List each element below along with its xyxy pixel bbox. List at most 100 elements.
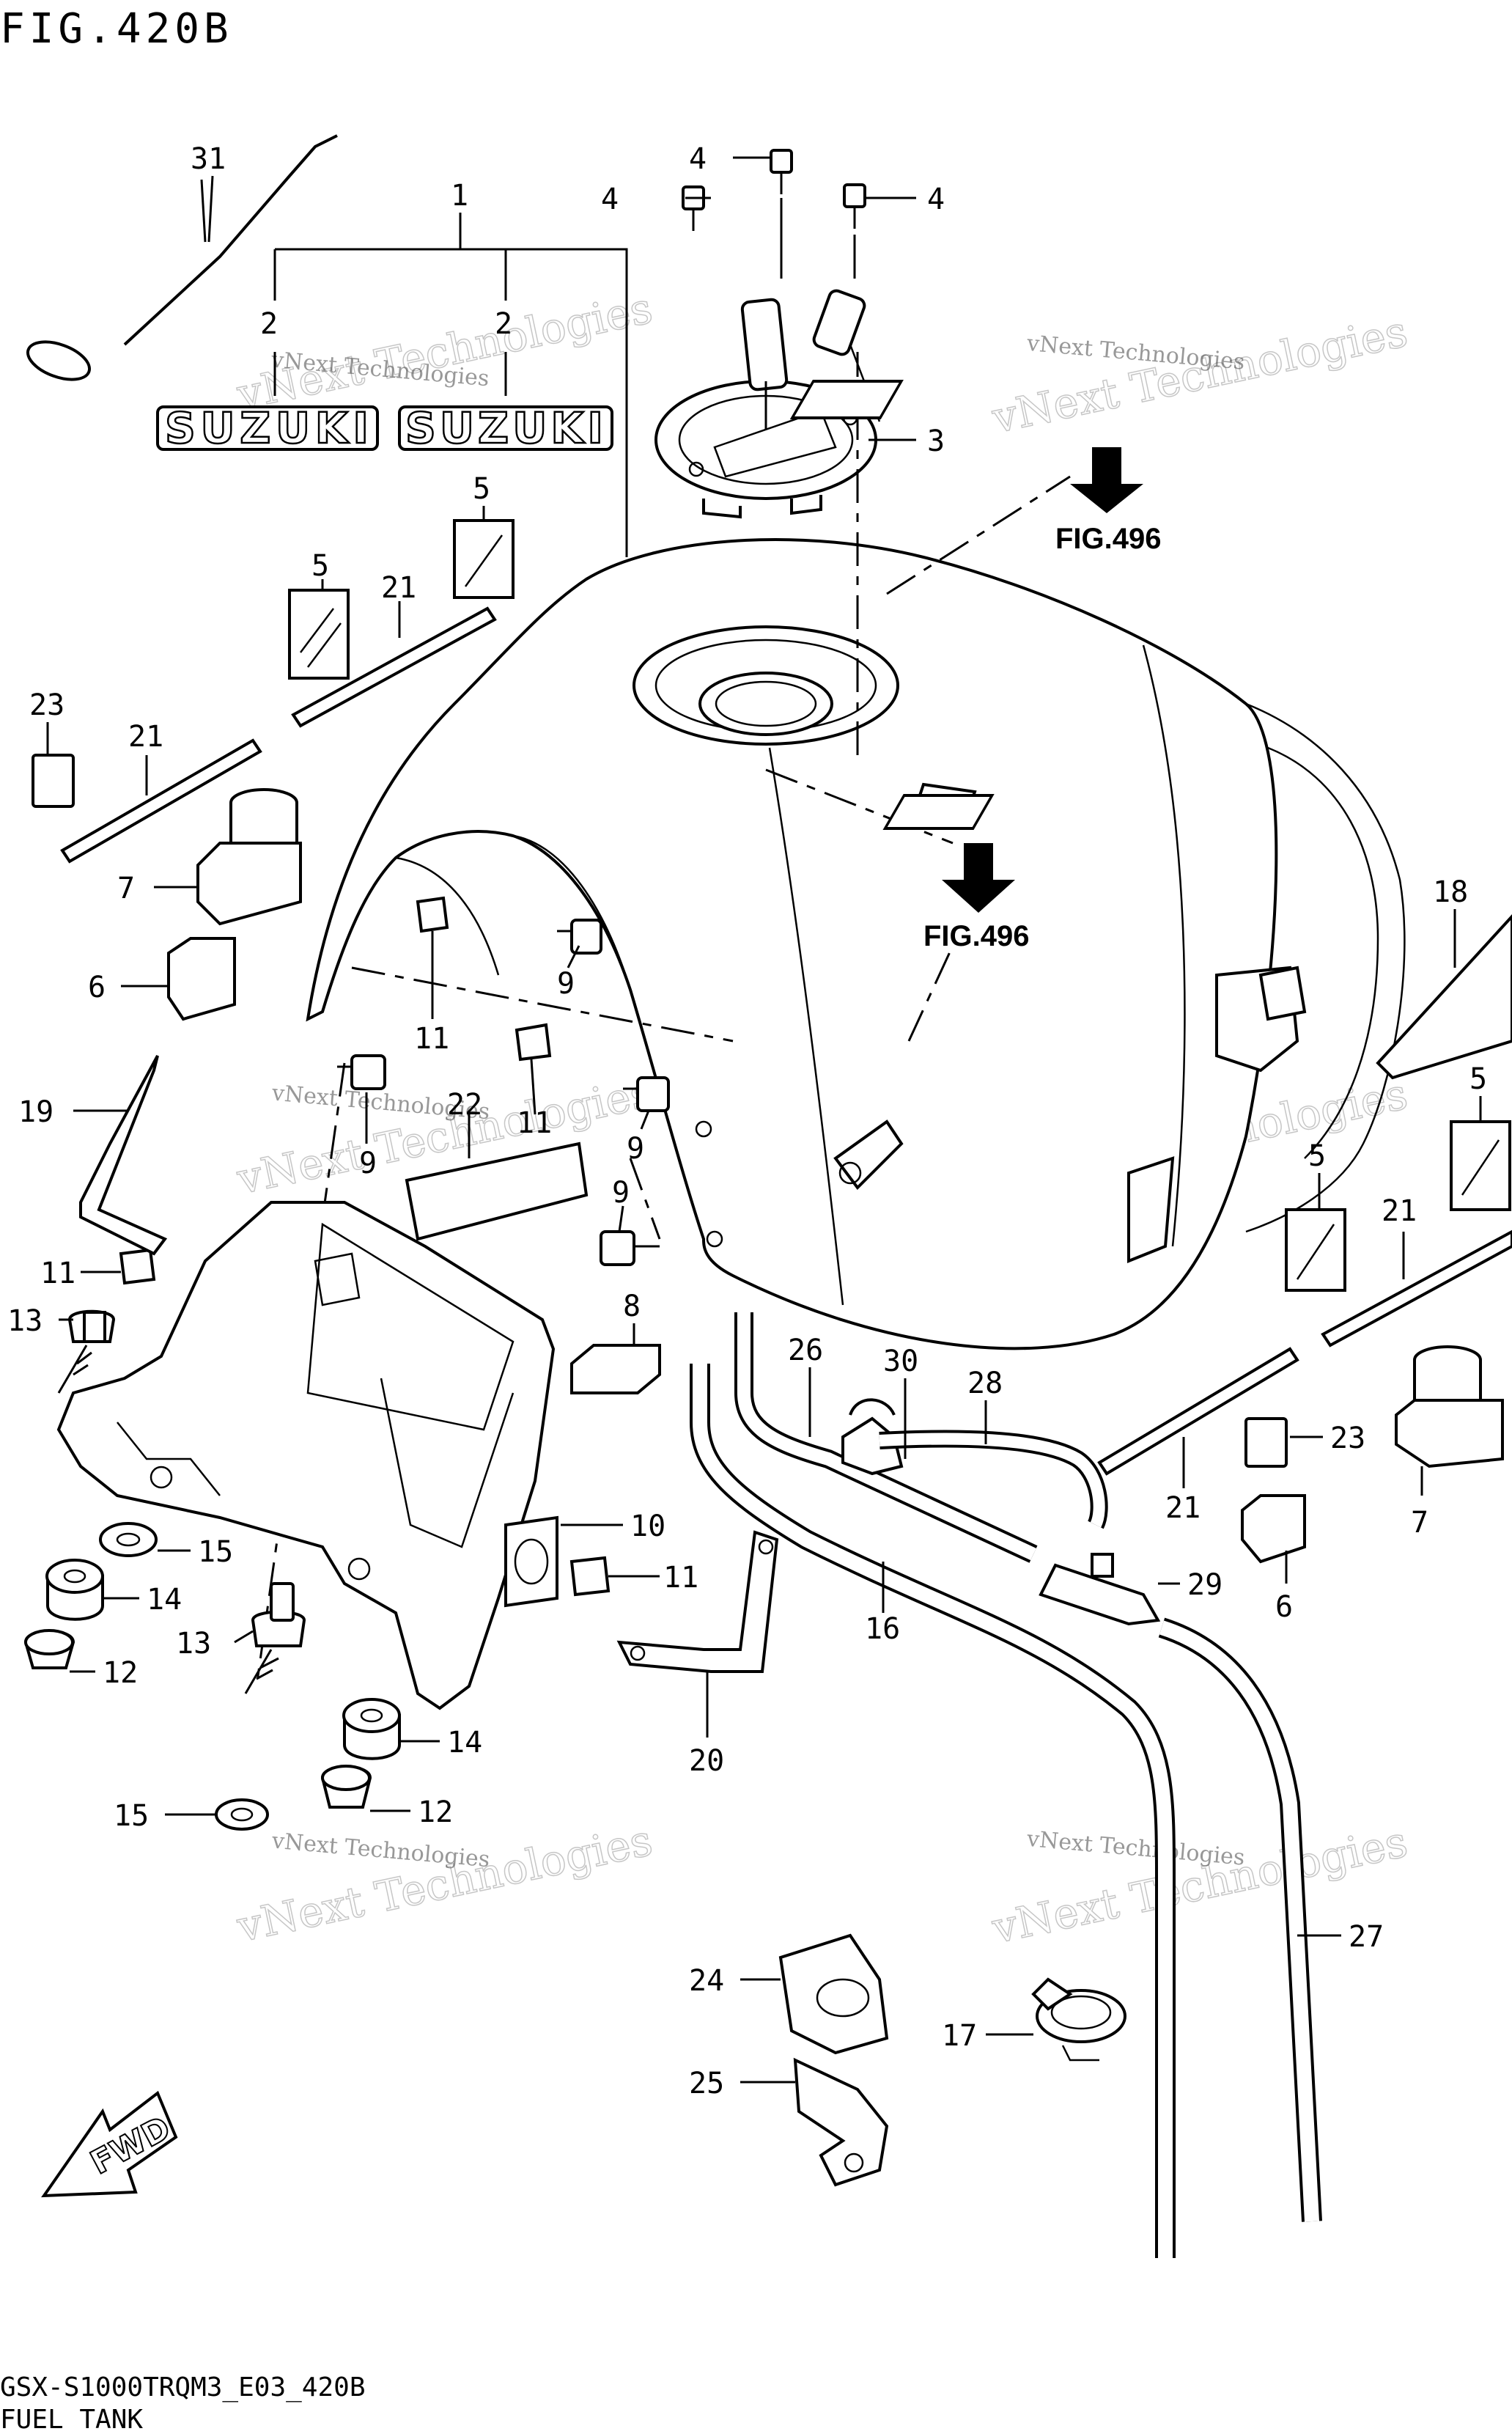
guide-fig-ref-mid bbox=[765, 768, 954, 845]
svg-text:vNext Technologies: vNext Technologies bbox=[1025, 1826, 1246, 1871]
strip-21-d bbox=[1097, 1347, 1299, 1476]
t-joint-29 bbox=[1039, 1553, 1161, 1626]
callout-15-b: 15 bbox=[114, 1799, 149, 1833]
collar-12-b bbox=[320, 1765, 372, 1809]
hose-26 bbox=[734, 1312, 1038, 1563]
callout-14-b: 14 bbox=[447, 1726, 482, 1760]
callout-3: 3 bbox=[927, 424, 945, 458]
pad-23-b bbox=[1244, 1417, 1288, 1468]
bolt-13-a bbox=[57, 1309, 116, 1394]
hose-28 bbox=[879, 1430, 1108, 1529]
callout-6-a: 6 bbox=[88, 971, 106, 1004]
strip-21-a bbox=[291, 606, 497, 728]
callout-26: 26 bbox=[788, 1334, 823, 1367]
emblem-bracket-1 bbox=[273, 213, 628, 557]
pad-8 bbox=[570, 1344, 661, 1394]
hose-27 bbox=[1158, 1617, 1322, 2222]
callout-2-left: 2 bbox=[260, 307, 278, 341]
bolt-13-b bbox=[244, 1582, 306, 1694]
clip-11-d bbox=[569, 1556, 611, 1597]
callout-25: 25 bbox=[689, 2067, 724, 2100]
callout-4-left: 4 bbox=[601, 183, 619, 216]
clip-11-c bbox=[119, 1248, 156, 1285]
strip-21-b bbox=[60, 738, 262, 864]
bracket-20 bbox=[616, 1530, 779, 1673]
watermark-top-left: vNext Technologies vNext Technologies bbox=[232, 282, 657, 420]
clip-24 bbox=[778, 1933, 889, 2055]
guide-bolt bbox=[629, 1158, 661, 1240]
bracket-19 bbox=[79, 1055, 168, 1256]
callout-5-a: 5 bbox=[311, 549, 329, 583]
callout-28: 28 bbox=[967, 1367, 1003, 1400]
callout-21-d: 21 bbox=[1165, 1491, 1201, 1525]
callout-21-b: 21 bbox=[128, 720, 163, 754]
callout-21-a: 21 bbox=[381, 571, 416, 605]
callout-22: 22 bbox=[447, 1088, 482, 1122]
callout-30: 30 bbox=[883, 1345, 918, 1378]
grommet-14-a bbox=[45, 1559, 104, 1621]
bolt-9-b bbox=[337, 1054, 386, 1090]
bolt-4-right bbox=[843, 183, 866, 279]
bolt-4-center bbox=[770, 149, 793, 279]
cushion-7-a bbox=[196, 788, 302, 926]
callout-19: 19 bbox=[18, 1095, 54, 1129]
leader-lines bbox=[46, 156, 1482, 2084]
svg-text:SUZUKI: SUZUKI bbox=[165, 403, 370, 453]
watermark-top-right: vNext Technologies vNext Technologies bbox=[987, 306, 1412, 444]
clamp-17 bbox=[1031, 1977, 1126, 2062]
callout-4-center: 4 bbox=[689, 142, 707, 176]
guide-fig-ref-top bbox=[886, 475, 1071, 595]
callout-29: 29 bbox=[1187, 1568, 1222, 1602]
guide-fig-ref-lower bbox=[907, 945, 954, 1042]
clip-11-a bbox=[416, 896, 449, 933]
bolt-9-d bbox=[600, 1230, 660, 1266]
callout-12-a: 12 bbox=[103, 1656, 138, 1690]
callout-31: 31 bbox=[191, 142, 226, 176]
callout-9-a: 9 bbox=[557, 967, 575, 1001]
svg-text:vNext Technologies: vNext Technologies bbox=[987, 306, 1412, 444]
rear-frame-10 bbox=[56, 1201, 558, 1710]
suzuki-emblem-right: SUZUKI bbox=[398, 402, 613, 454]
callout-17: 17 bbox=[942, 2019, 977, 2053]
callout-23-b: 23 bbox=[1330, 1422, 1365, 1455]
callout-11-b: 11 bbox=[517, 1106, 552, 1140]
callout-13-a: 13 bbox=[7, 1304, 43, 1338]
section-title: FUEL TANK bbox=[0, 2405, 143, 2434]
callout-13-b: 13 bbox=[176, 1627, 211, 1661]
svg-text:vNext Technologies: vNext Technologies bbox=[270, 1828, 491, 1872]
fuel-tank-body bbox=[306, 538, 1406, 1350]
figure-title: FIG.420B bbox=[0, 5, 233, 53]
model-code: GSX-S1000TRQM3_E03_420B bbox=[0, 2372, 366, 2402]
svg-text:SUZUKI: SUZUKI bbox=[405, 403, 605, 453]
bolt-9-c bbox=[623, 1076, 670, 1112]
callout-15-a: 15 bbox=[198, 1535, 233, 1569]
callout-18: 18 bbox=[1433, 875, 1468, 909]
suzuki-emblem-left: SUZUKI bbox=[156, 402, 379, 454]
callout-1: 1 bbox=[451, 179, 468, 213]
bolt-9-a bbox=[557, 919, 602, 955]
sheet-22 bbox=[405, 1141, 589, 1241]
callout-labels: 31 1 2 2 4 4 4 3 5 5 21 23 21 7 6 9 11 1… bbox=[7, 142, 1487, 2100]
clip-25 bbox=[793, 2057, 889, 2187]
label-5-d bbox=[1285, 1208, 1346, 1292]
fwd-arrow: FWD bbox=[41, 2090, 178, 2198]
callout-6-b: 6 bbox=[1275, 1590, 1293, 1624]
hose-16 bbox=[690, 1364, 1176, 2258]
washer-15-a bbox=[99, 1522, 158, 1557]
clip-11-b bbox=[515, 1023, 552, 1062]
callout-24: 24 bbox=[689, 1964, 724, 1998]
label-5-b bbox=[453, 519, 515, 599]
wire-tool-31 bbox=[26, 134, 338, 381]
callout-9-d: 9 bbox=[612, 1176, 630, 1210]
collar-12-a bbox=[23, 1629, 75, 1669]
callout-7-a: 7 bbox=[117, 872, 135, 905]
callout-23-a: 23 bbox=[29, 688, 64, 722]
label-5-c bbox=[1450, 1120, 1511, 1211]
washer-15-b bbox=[215, 1798, 269, 1831]
callout-16: 16 bbox=[865, 1612, 900, 1646]
callout-21-c: 21 bbox=[1382, 1194, 1417, 1228]
callout-5-d: 5 bbox=[1308, 1139, 1326, 1173]
callout-2-right: 2 bbox=[495, 307, 512, 341]
callout-14-a: 14 bbox=[147, 1583, 182, 1617]
